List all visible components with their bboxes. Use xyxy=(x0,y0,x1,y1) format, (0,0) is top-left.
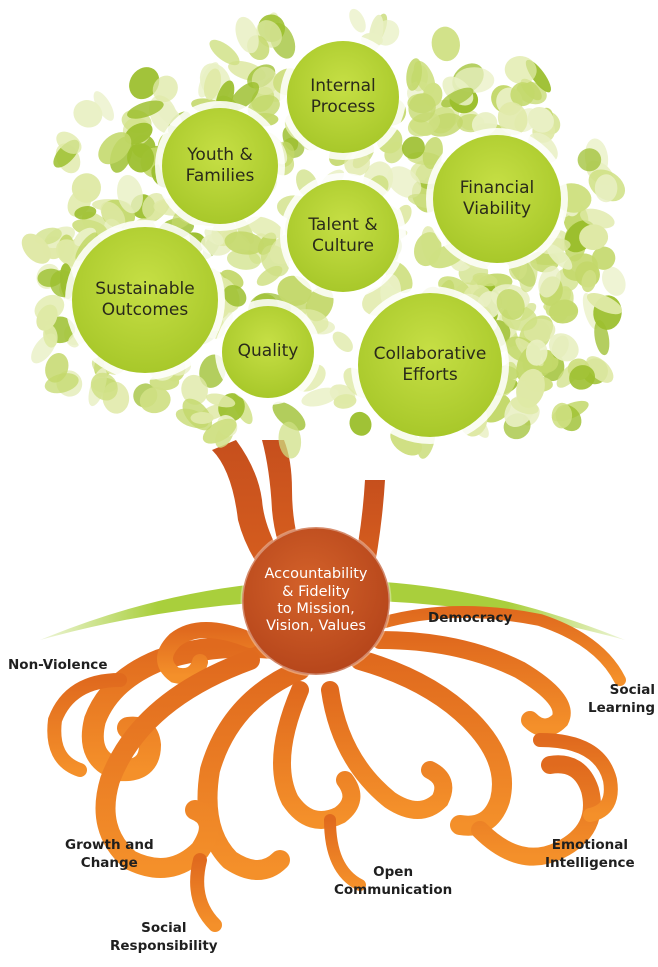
leaf xyxy=(472,272,498,287)
circle-financial-viability xyxy=(433,135,561,263)
leaf xyxy=(152,75,178,103)
circle-talent-culture xyxy=(287,180,399,292)
leaf xyxy=(45,352,69,383)
leaf xyxy=(525,339,548,366)
leaf xyxy=(497,102,528,135)
leaf xyxy=(272,401,306,431)
circle-collaborative-efforts xyxy=(358,293,502,437)
circle-internal-process xyxy=(287,41,399,153)
leaf xyxy=(349,8,366,33)
root-label-emotional-intelligence: Emotional Intelligence xyxy=(545,837,635,871)
leaf xyxy=(408,93,436,123)
leaf xyxy=(117,174,143,214)
leaf xyxy=(406,58,422,91)
leaf xyxy=(387,166,422,198)
leaf xyxy=(431,26,460,62)
leaf xyxy=(591,246,616,270)
leaf xyxy=(226,249,261,270)
leaf xyxy=(98,132,132,165)
root-label-social-responsibility: Social Responsibility xyxy=(110,920,218,954)
leaf xyxy=(90,372,118,401)
leaf xyxy=(586,356,614,383)
leaf xyxy=(56,131,82,154)
root-label-social-learning: Social Learning xyxy=(588,682,656,716)
leaf xyxy=(93,91,115,121)
leaf xyxy=(278,421,302,459)
leaf xyxy=(127,143,155,173)
leaf xyxy=(71,173,101,203)
leaf xyxy=(205,393,236,408)
leaf xyxy=(401,136,425,159)
leaf xyxy=(548,333,579,362)
leaf xyxy=(34,294,65,321)
leaf xyxy=(246,216,284,239)
leaf xyxy=(579,208,615,229)
roots xyxy=(47,606,626,932)
leaf xyxy=(551,402,573,429)
leaf xyxy=(594,320,610,356)
leaf xyxy=(204,228,224,246)
leaf xyxy=(510,82,535,107)
root-label-democracy: Democracy xyxy=(428,610,513,626)
leaf xyxy=(332,331,353,352)
leaf xyxy=(504,56,537,84)
leaf xyxy=(409,119,434,136)
leaf xyxy=(349,411,372,436)
leaf xyxy=(601,266,626,296)
circle-youth-families xyxy=(162,108,278,224)
leaf xyxy=(301,387,339,407)
leaf xyxy=(235,16,259,54)
leaf xyxy=(129,67,160,100)
leaf xyxy=(579,224,609,251)
leaf xyxy=(333,394,357,409)
canopy-circles xyxy=(65,34,568,444)
leaf xyxy=(124,122,153,145)
root-label-non-violence: Non-Violence xyxy=(8,657,108,673)
leaf xyxy=(546,244,573,270)
leaf xyxy=(37,268,63,287)
leaf xyxy=(577,148,602,172)
leaf xyxy=(594,174,618,203)
leaf xyxy=(127,100,164,119)
leaf xyxy=(203,68,222,100)
leaf xyxy=(181,374,208,405)
leaf xyxy=(21,233,51,264)
leaf xyxy=(100,201,126,229)
leaf xyxy=(441,87,474,108)
leaf xyxy=(510,397,539,415)
leaf xyxy=(73,100,103,128)
leaf xyxy=(527,106,554,133)
leaf xyxy=(586,292,623,315)
circle-sustainable-outcomes xyxy=(72,227,218,373)
leaf xyxy=(224,231,264,255)
leaf xyxy=(538,265,561,298)
leaf xyxy=(202,418,237,444)
leaf xyxy=(549,299,579,324)
leaf xyxy=(209,39,240,66)
leaf xyxy=(139,387,171,414)
leaf xyxy=(223,284,247,307)
center-circle xyxy=(240,525,392,677)
ground-arc xyxy=(40,580,625,640)
root-label-growth-and-change: Growth and Change xyxy=(65,837,154,871)
circle-quality xyxy=(222,306,314,398)
leaf xyxy=(74,205,97,220)
leaf xyxy=(569,365,596,390)
leaf xyxy=(43,324,58,348)
leaf xyxy=(581,270,597,293)
leaf xyxy=(190,412,214,424)
root-label-open-communication: Open Communication xyxy=(334,864,453,898)
leaf xyxy=(496,289,525,320)
